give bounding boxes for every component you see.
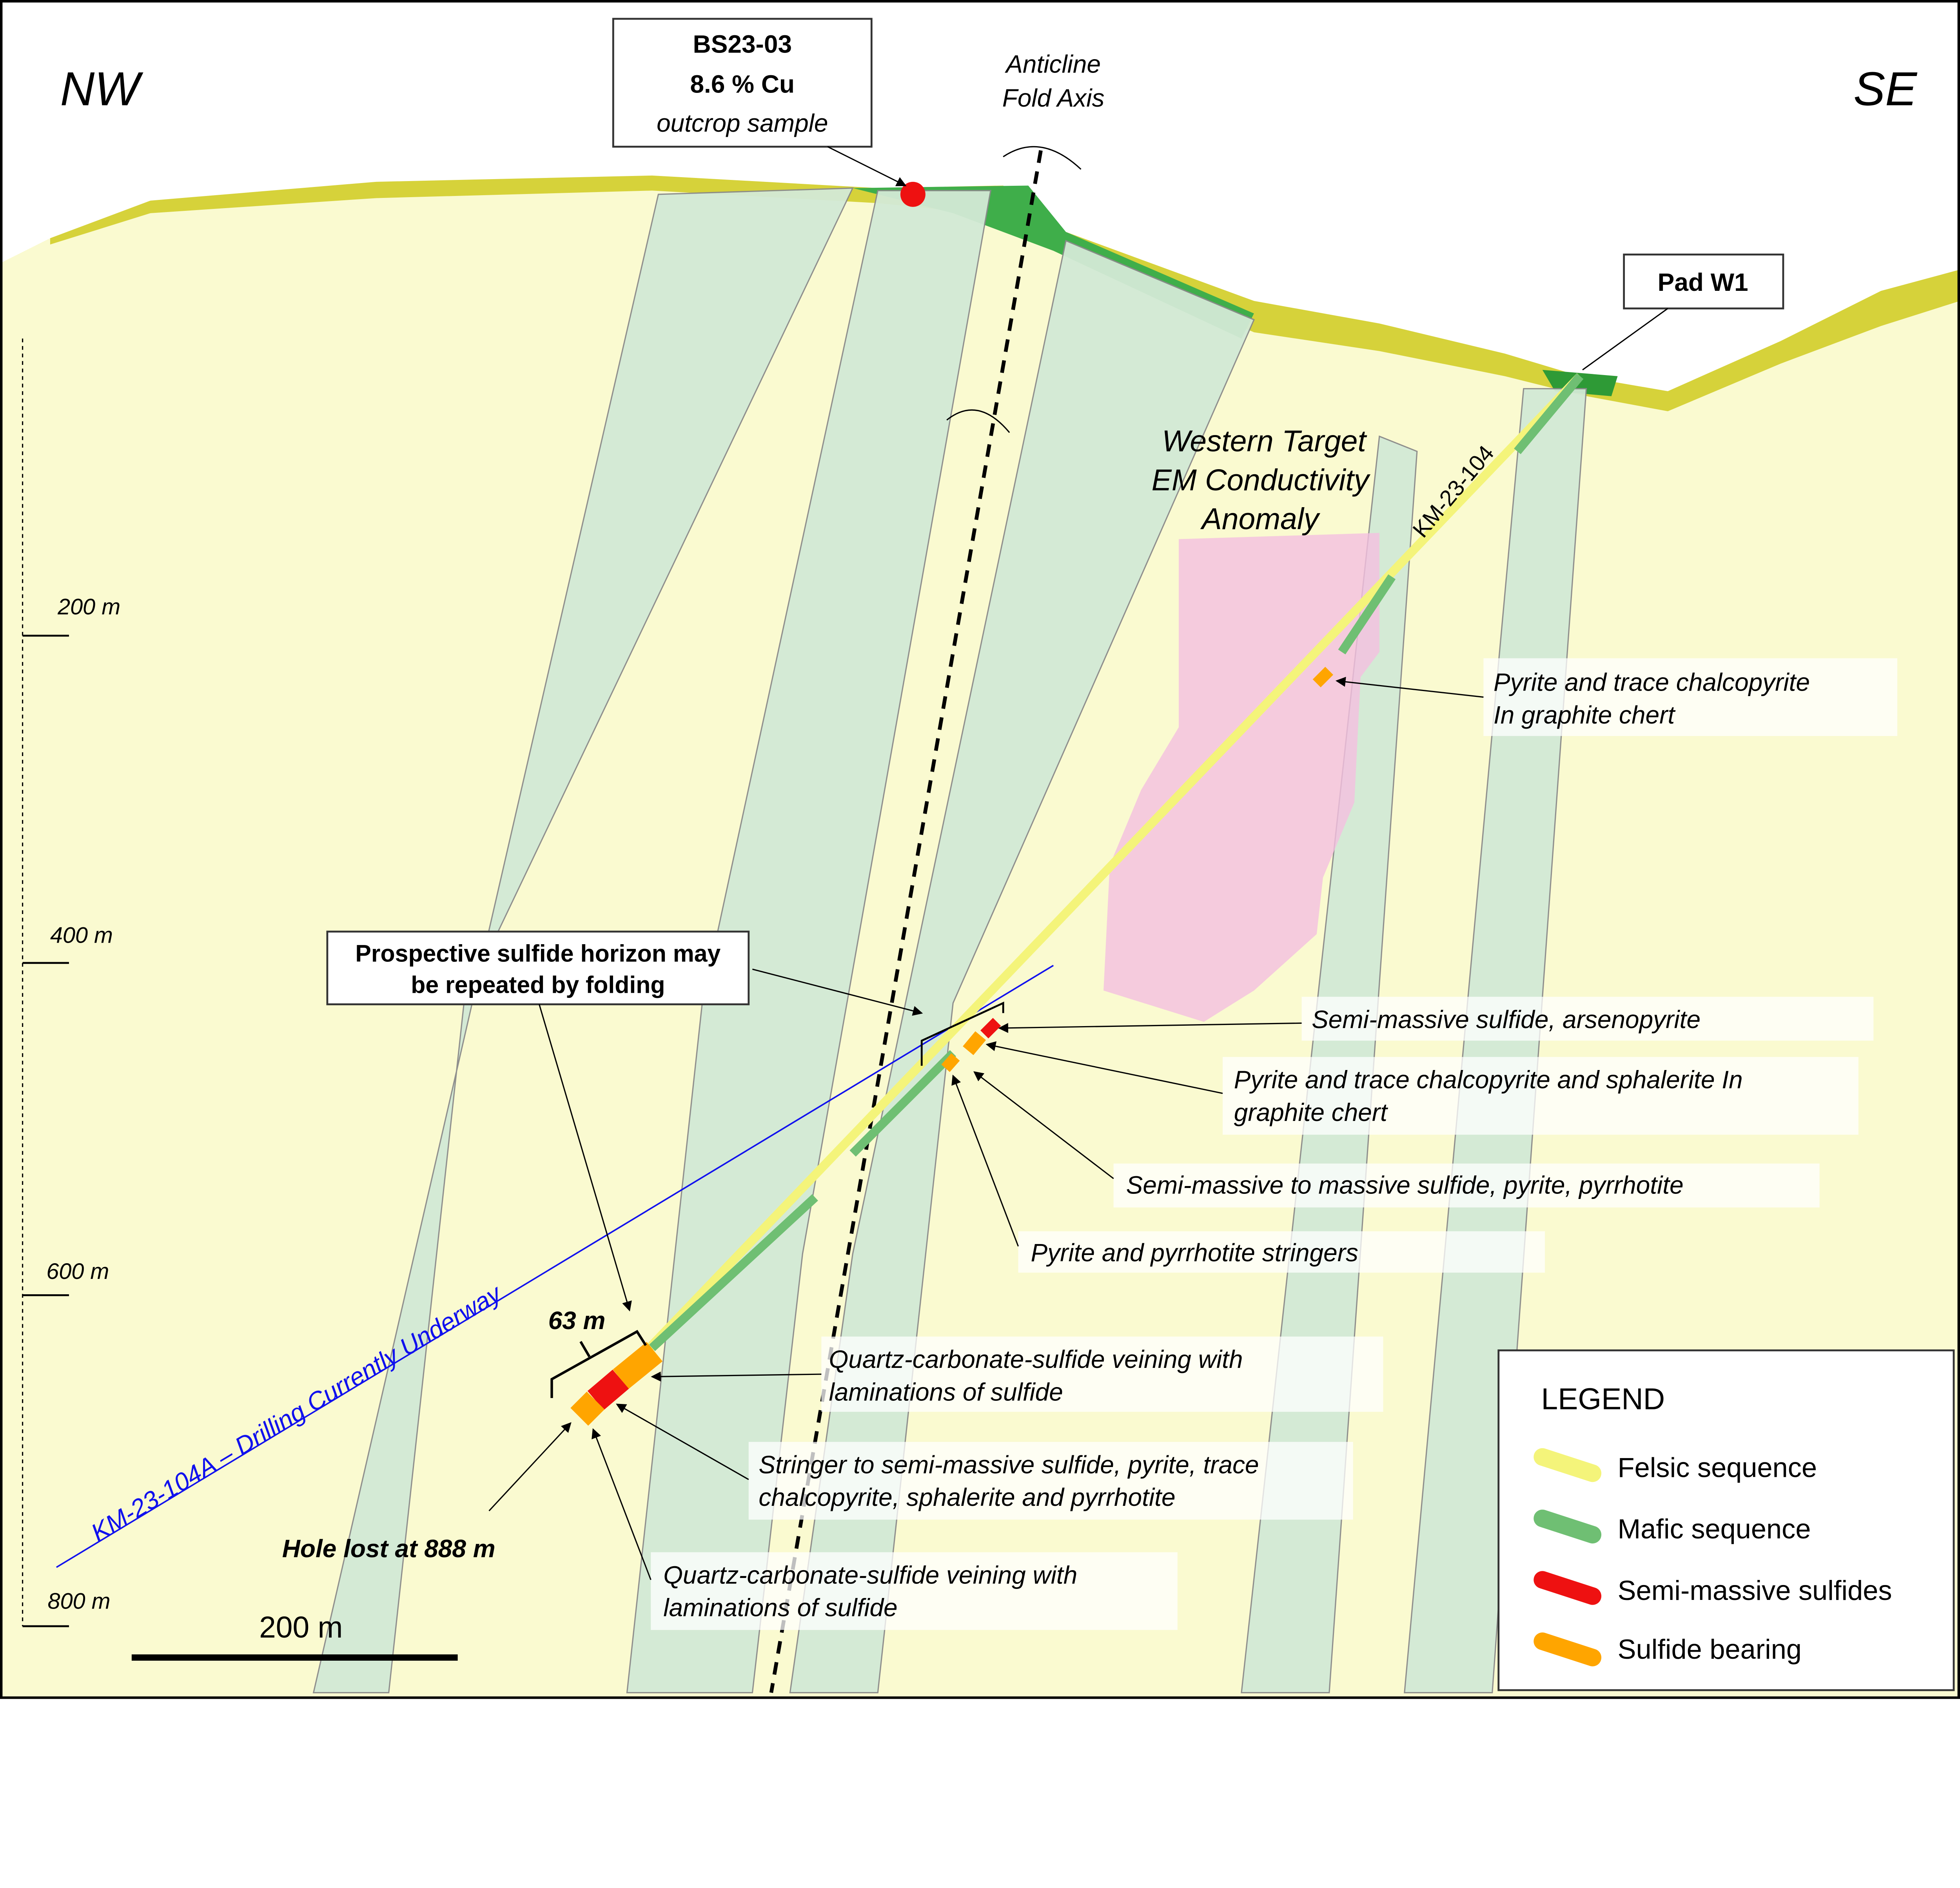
svg-text:Quartz-carbonate-sulfide veini: Quartz-carbonate-sulfide veining with <box>663 1561 1077 1589</box>
svg-text:laminations of sulfide: laminations of sulfide <box>829 1378 1063 1406</box>
depth-scale: 200 m 400 m 600 m 800 m <box>22 338 120 1627</box>
fold-axis-label: Anticline <box>1004 50 1101 78</box>
svg-text:Stringer to semi-massive sulfi: Stringer to semi-massive sulfide, pyrite… <box>759 1451 1259 1479</box>
pad-callout: Pad W1 <box>1582 253 1784 370</box>
legend-title: LEGEND <box>1541 1383 1665 1416</box>
svg-text:Anomaly: Anomaly <box>1200 502 1321 536</box>
legend-item: Mafic sequence <box>1534 1509 1811 1544</box>
svg-text:Semi-massive sulfide, arsenopy: Semi-massive sulfide, arsenopyrite <box>1312 1005 1700 1034</box>
interval-label: 63 m <box>548 1306 606 1335</box>
fold-arrow-icon <box>1003 146 1082 170</box>
legend: LEGEND Felsic sequence Mafic sequence Se… <box>1497 1349 1955 1691</box>
hole-lost-label: Hole lost at 888 m <box>282 1534 495 1563</box>
svg-text:Semi-massive sulfides: Semi-massive sulfides <box>1618 1575 1892 1606</box>
svg-text:Sulfide bearing: Sulfide bearing <box>1618 1634 1802 1665</box>
annotation: Semi-massive to massive sulfide, pyrite,… <box>973 1071 1820 1208</box>
annotation: Pyrite and trace chalcopyrite In graphit… <box>1335 658 1898 736</box>
svg-text:Mafic sequence: Mafic sequence <box>1618 1513 1811 1544</box>
horizon-bracket <box>920 1001 1004 1066</box>
svg-text:be repeated by folding: be repeated by folding <box>411 972 665 998</box>
fold-axis-label: Fold Axis <box>1002 84 1105 112</box>
svg-text:200 m: 200 m <box>259 1611 343 1644</box>
svg-text:chalcopyrite, sphalerite and p: chalcopyrite, sphalerite and pyrrhotite <box>759 1483 1175 1511</box>
scale-bar: 200 m <box>131 1611 458 1661</box>
annotation: Pyrite and pyrrhotite stringers <box>951 1074 1545 1273</box>
annotation: Quartz-carbonate-sulfide veining with la… <box>651 1337 1383 1412</box>
fold-axis-line <box>769 150 1043 1693</box>
svg-text:Pyrite and trace chalcopyrite: Pyrite and trace chalcopyrite and sphale… <box>1234 1066 1743 1094</box>
svg-text:200 m: 200 m <box>57 594 120 619</box>
cross-section: NW SE BS23-03 8.6 % Cu outcrop sample An… <box>0 0 1960 1699</box>
topography-surface <box>50 175 1960 412</box>
svg-text:Pyrite and trace chalcopyrite: Pyrite and trace chalcopyrite <box>1494 668 1810 696</box>
nw-label: NW <box>60 62 144 116</box>
fold-arrow-icon <box>946 409 1010 433</box>
svg-text:graphite chert: graphite chert <box>1234 1098 1388 1126</box>
svg-text:Pyrite and pyrrhotite stringer: Pyrite and pyrrhotite stringers <box>1031 1239 1359 1267</box>
svg-text:Prospective sulfide horizon ma: Prospective sulfide horizon may <box>355 940 720 967</box>
drillhole-km-23-104 <box>570 373 1584 1426</box>
annotation: Quartz-carbonate-sulfide veining with la… <box>592 1428 1178 1630</box>
svg-text:Western Target: Western Target <box>1162 425 1367 458</box>
svg-text:Quartz-carbonate-sulfide veini: Quartz-carbonate-sulfide veining with <box>829 1345 1243 1373</box>
legend-item: Felsic sequence <box>1534 1448 1817 1483</box>
frame <box>0 0 1960 1699</box>
sample-callout: BS23-03 8.6 % Cu outcrop sample <box>612 18 907 186</box>
annotation: Pyrite and trace chalcopyrite and sphale… <box>985 1041 1858 1135</box>
pad-label: Pad W1 <box>1658 268 1748 296</box>
horizon-callout: Prospective sulfide horizon may be repea… <box>326 930 923 1311</box>
sample-type: outcrop sample <box>657 109 828 137</box>
sample-id: BS23-03 <box>693 30 792 58</box>
svg-text:laminations of sulfide: laminations of sulfide <box>663 1593 897 1621</box>
svg-text:800 m: 800 m <box>48 1589 111 1614</box>
se-label: SE <box>1853 62 1918 116</box>
svg-text:In graphite chert: In graphite chert <box>1494 701 1676 729</box>
annotation: Semi-massive sulfide, arsenopyrite <box>998 997 1874 1041</box>
sample-marker <box>900 181 926 207</box>
sample-grade: 8.6 % Cu <box>690 70 795 98</box>
drillhole-km-23-104a <box>56 965 1054 1568</box>
svg-text:600 m: 600 m <box>46 1259 109 1284</box>
interval-bracket <box>550 1330 647 1398</box>
legend-item: Semi-massive sulfides <box>1534 1571 1892 1606</box>
svg-text:Semi-massive to massive sulfid: Semi-massive to massive sulfide, pyrite,… <box>1126 1171 1684 1199</box>
svg-text:400 m: 400 m <box>50 923 113 948</box>
svg-text:Felsic sequence: Felsic sequence <box>1618 1452 1817 1483</box>
legend-item: Sulfide bearing <box>1534 1632 1802 1667</box>
target-label: Western Target EM Conductivity Anomaly <box>1152 425 1371 536</box>
svg-text:EM Conductivity: EM Conductivity <box>1152 464 1371 497</box>
annotation: Stringer to semi-massive sulfide, pyrite… <box>616 1404 1353 1520</box>
